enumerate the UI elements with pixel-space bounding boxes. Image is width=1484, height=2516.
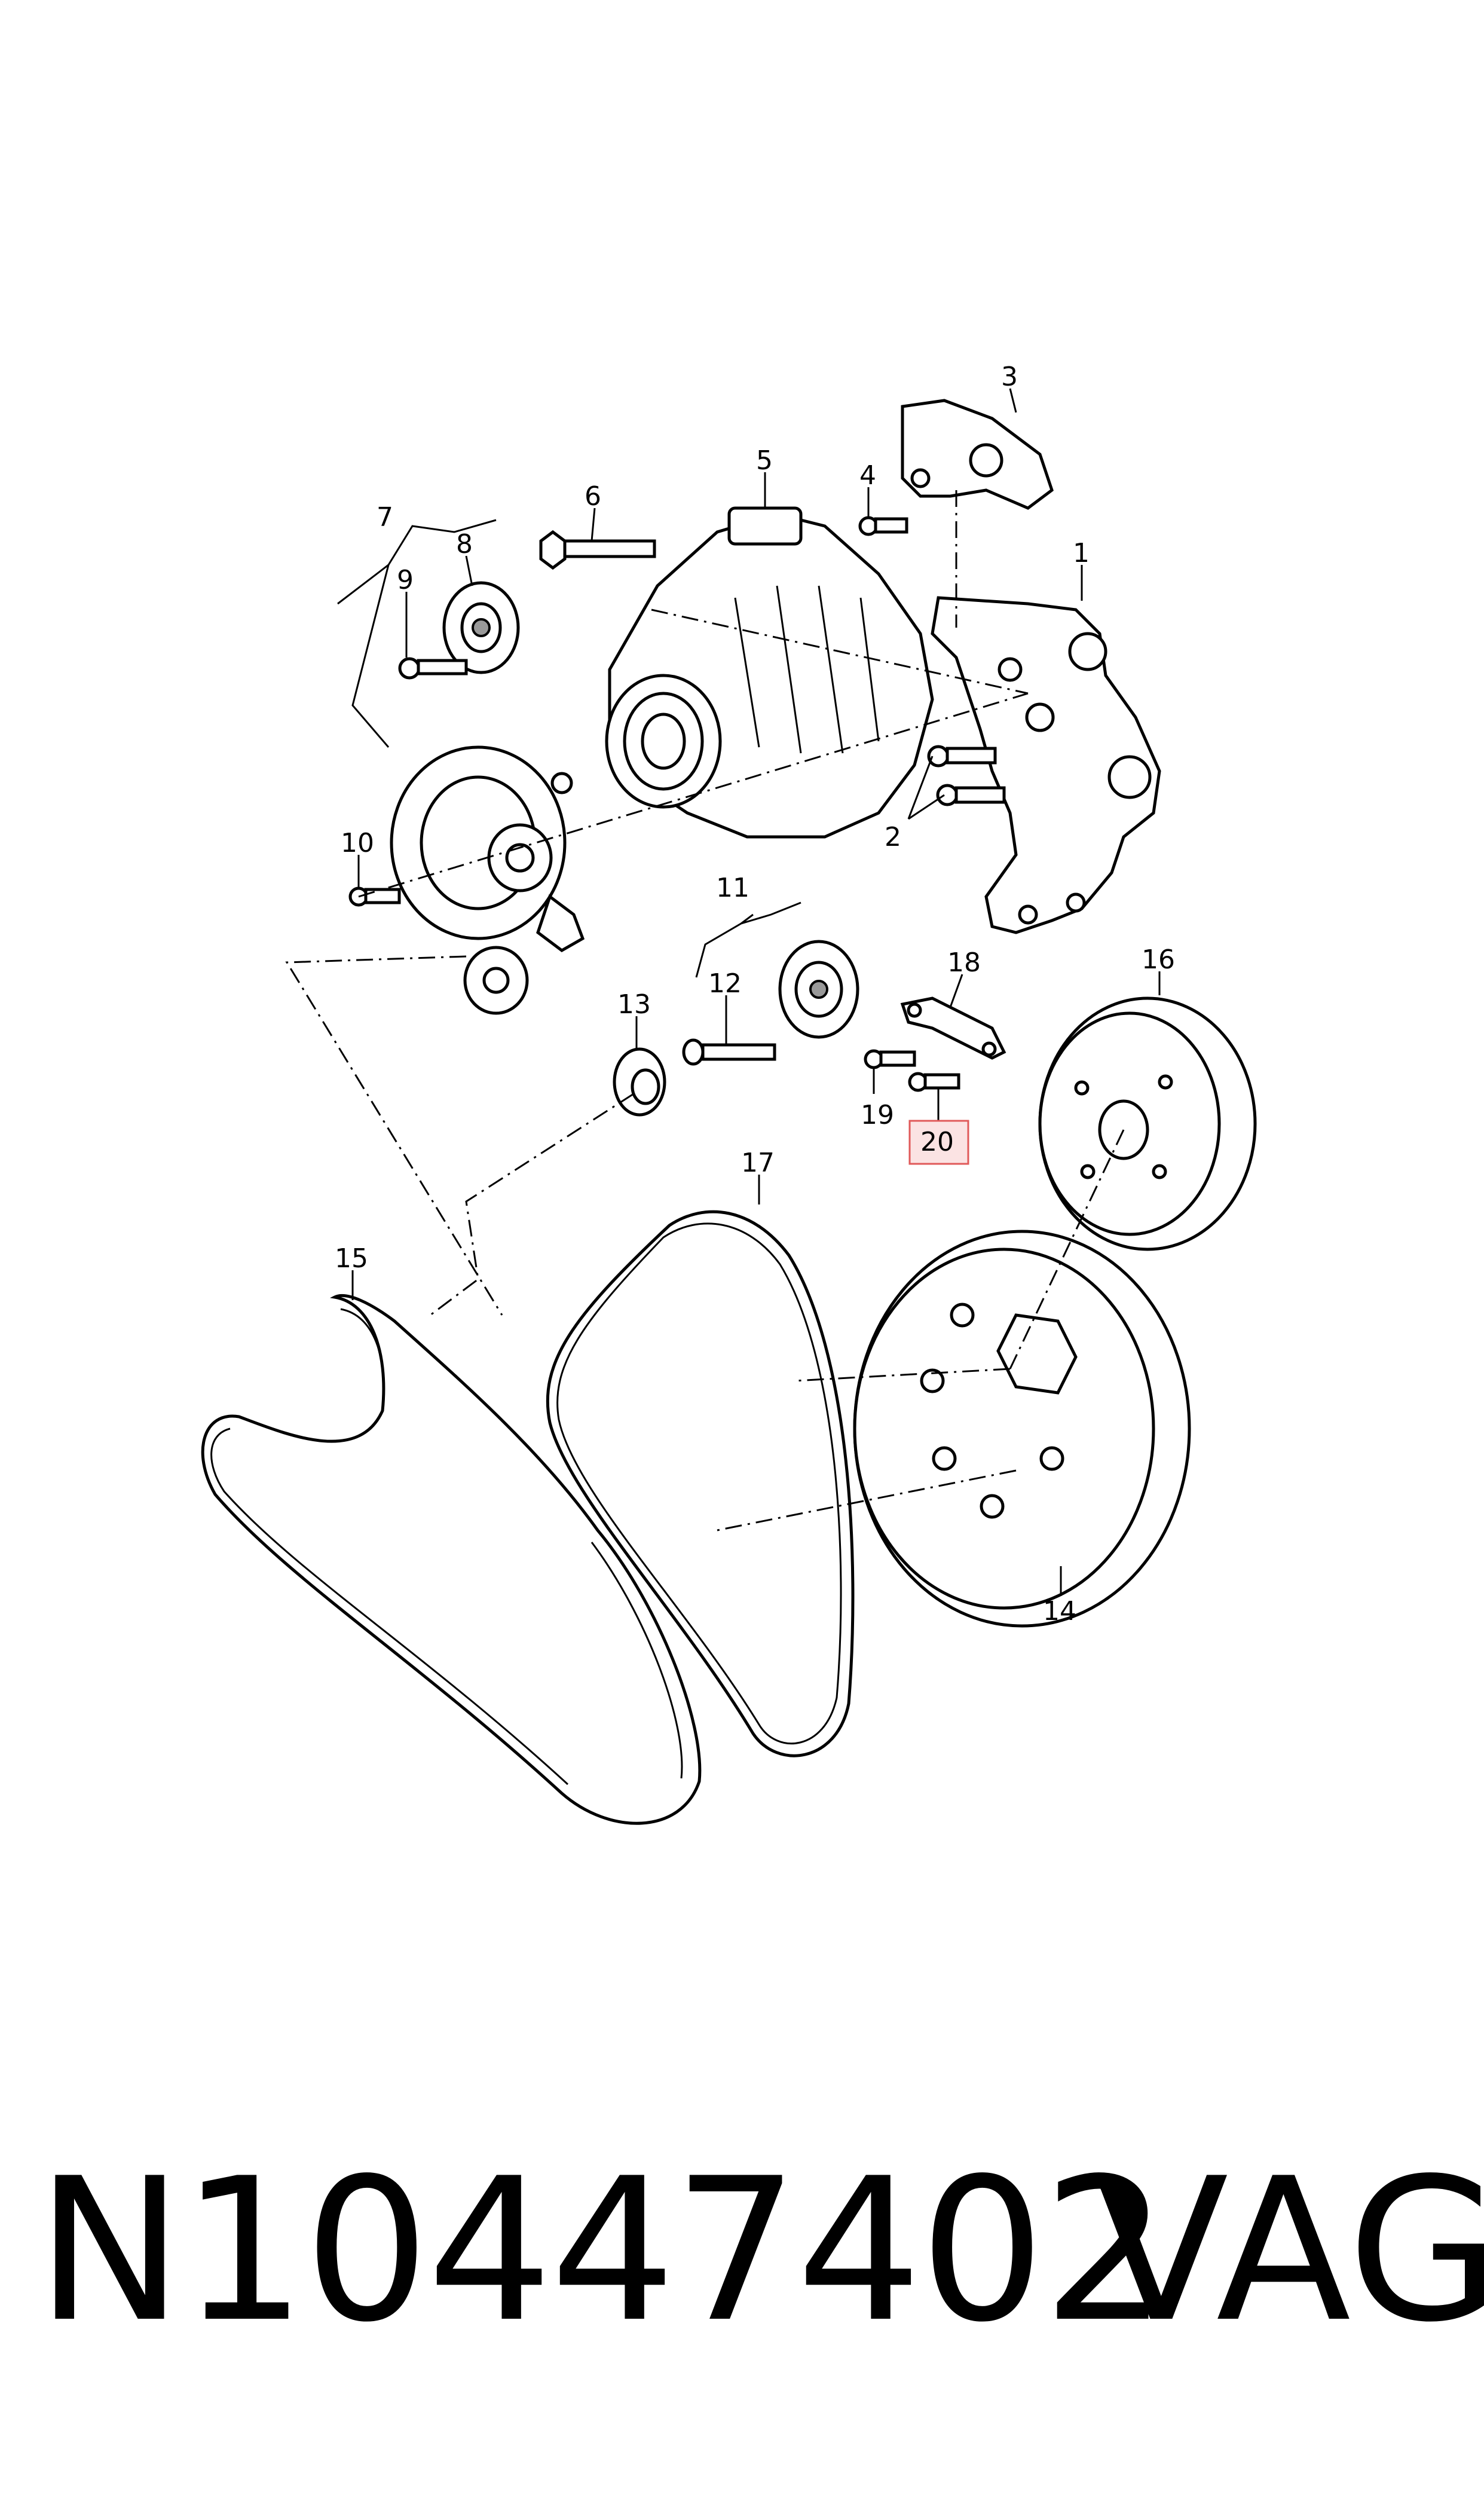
callout-6: 6: [585, 481, 601, 512]
bolt-12: [682, 1038, 776, 1066]
bolt-10: [348, 886, 401, 907]
callout-12: 12: [708, 968, 742, 999]
callout-1: 1: [1073, 538, 1090, 568]
callout-16: 16: [1142, 944, 1175, 975]
bolt-9: [398, 657, 468, 680]
callout-10: 10: [341, 828, 374, 858]
bolt-4: [858, 516, 908, 536]
belt-15: [201, 1294, 702, 1825]
footer: N10447402 VAG: [0, 2128, 1484, 2379]
tensioner-assembly: [390, 745, 585, 1015]
callout-15: 15: [335, 1243, 368, 1274]
crank-pulley-14: [853, 1230, 1191, 1628]
callout-9: 9: [397, 565, 414, 595]
part-number: N10447402: [36, 2136, 1168, 2365]
pulley-16: [1038, 996, 1257, 1251]
washer-13: [613, 1047, 666, 1117]
callout-4: 4: [859, 460, 876, 491]
bolt-20: [908, 1072, 960, 1092]
mounting-plate: [901, 399, 1054, 510]
callout-13: 13: [617, 989, 651, 1020]
idler-roller-8: [442, 581, 520, 674]
belt-17: [546, 1210, 855, 1757]
callout-2: 2: [885, 822, 901, 852]
bolt-6: [539, 530, 656, 570]
bracket-18: [900, 996, 1006, 1060]
callout-labels: 1 2 3 4 5 6 7 8 9 10 11 12 13 14 15 16 1…: [335, 362, 1175, 1627]
callout-14: 14: [1043, 1596, 1076, 1627]
callout-11: 11: [716, 873, 749, 903]
callout-18: 18: [947, 947, 981, 978]
callout-19: 19: [861, 1100, 894, 1130]
brand: VAG: [1094, 2136, 1484, 2365]
callout-7: 7: [377, 502, 393, 533]
callout-20: 20: [920, 1127, 954, 1157]
callout-17: 17: [741, 1148, 775, 1178]
callout-3: 3: [1001, 362, 1018, 392]
callout-5: 5: [756, 445, 773, 476]
highlight-box-20: [908, 1120, 969, 1165]
callout-8: 8: [456, 529, 473, 560]
exploded-parts-diagram: 1 2 3 4 5 6 7 8 9 10 11 12 13 14 15 16 1…: [201, 362, 1257, 1825]
alternator-bracket: [931, 596, 1161, 934]
leader-lines: [285, 388, 1161, 1596]
idler-roller-11: [778, 940, 859, 1039]
bolts-2: [927, 745, 1006, 806]
alternator: [605, 506, 934, 839]
bolt-19: [864, 1049, 916, 1069]
